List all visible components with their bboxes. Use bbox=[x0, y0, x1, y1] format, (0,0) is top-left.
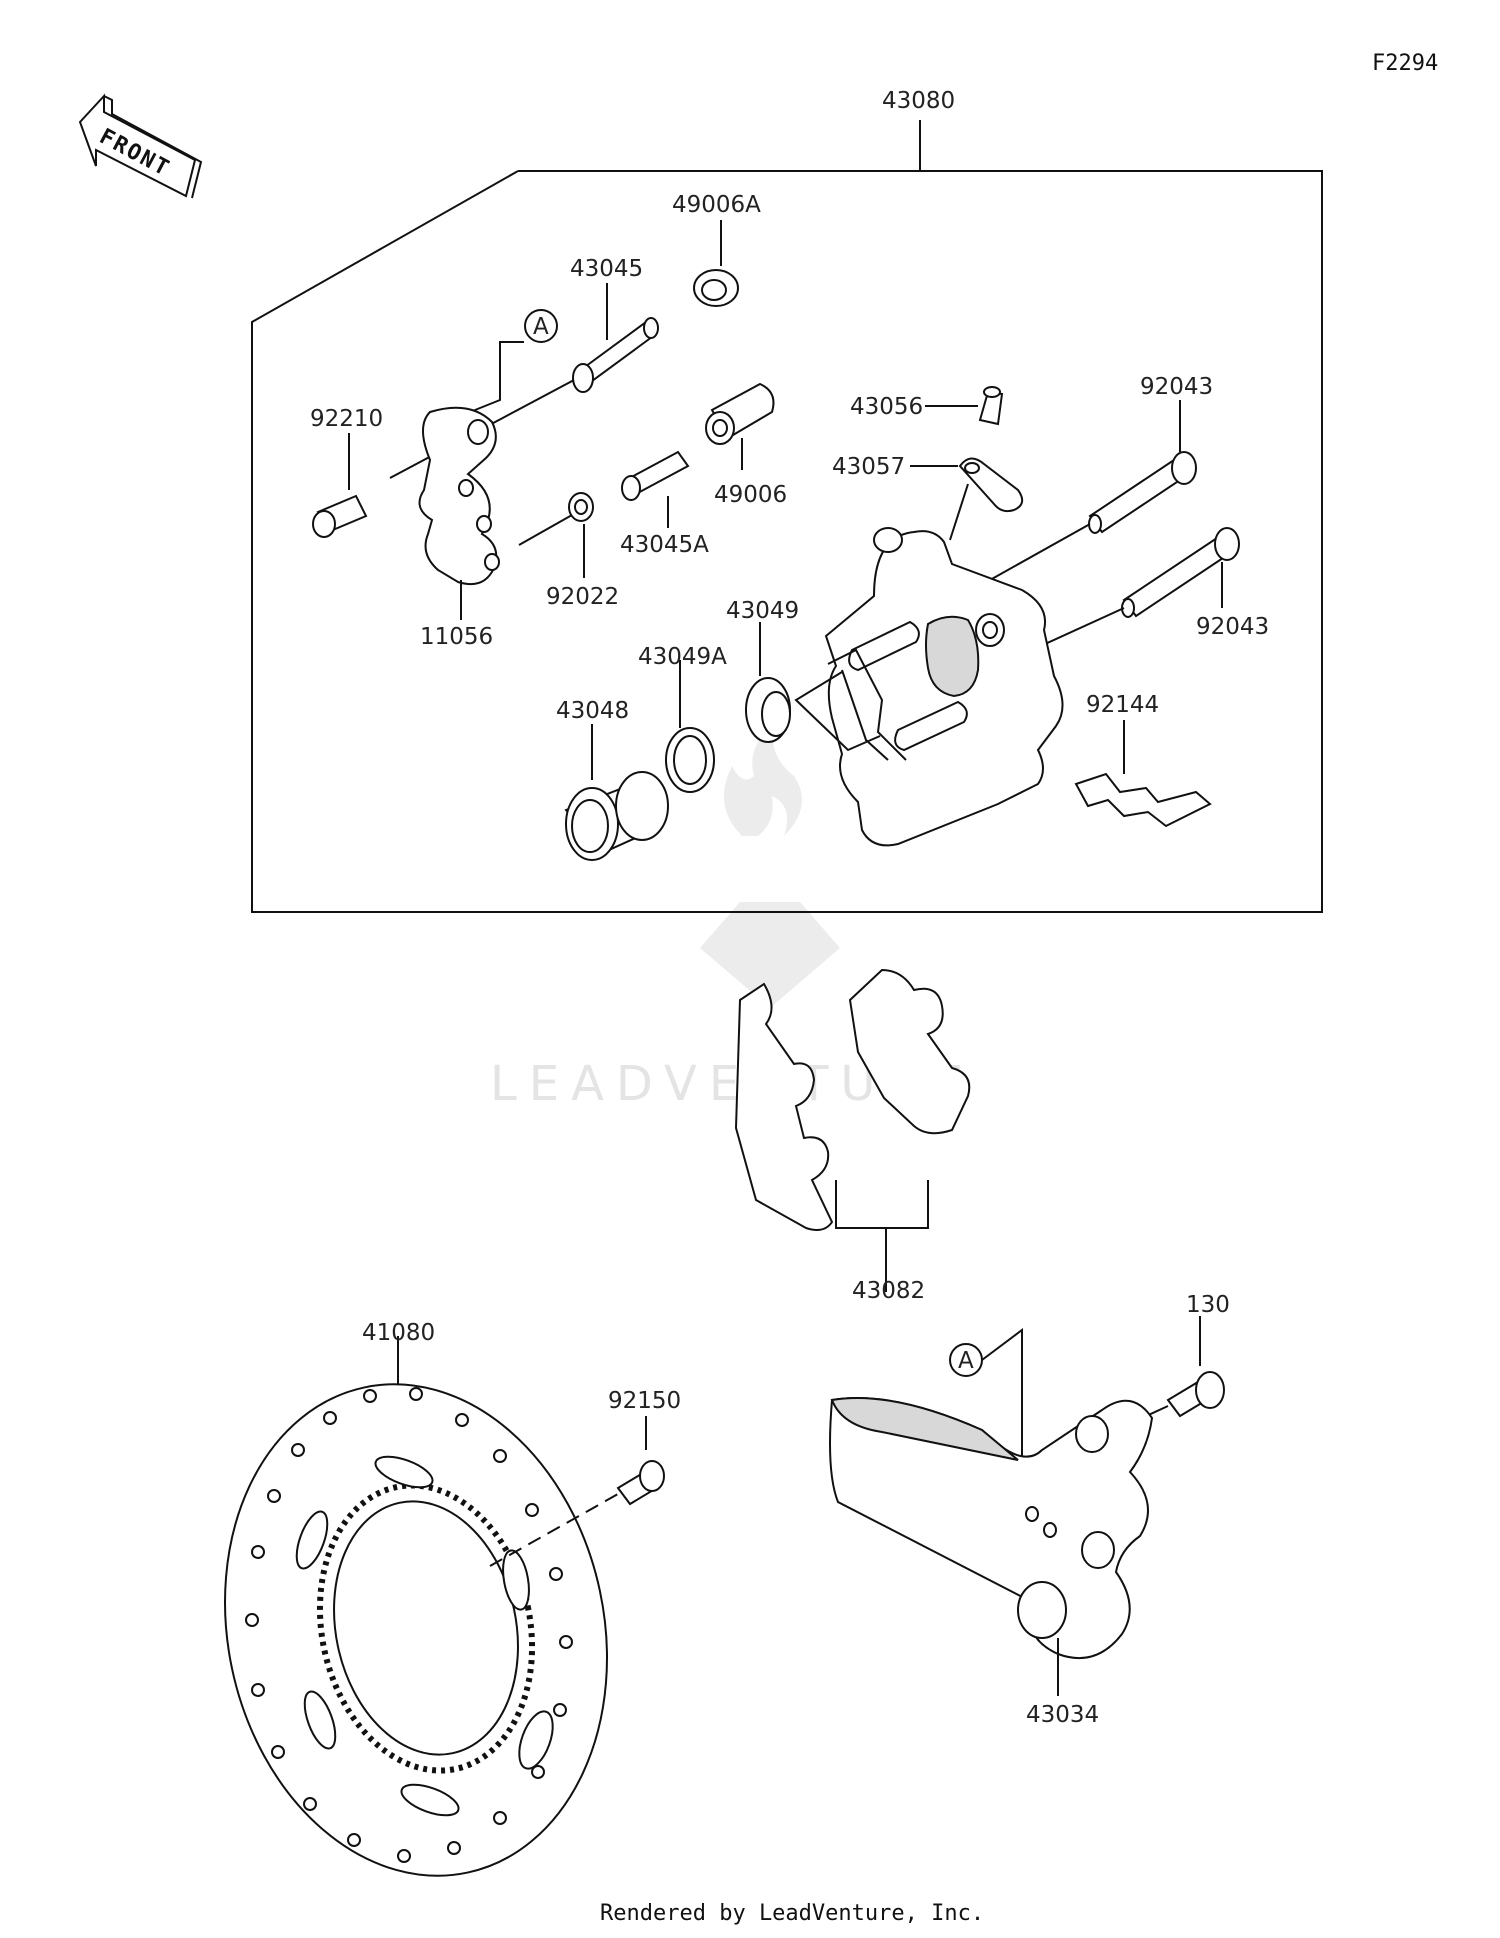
label-43048: 43048 bbox=[556, 698, 629, 724]
bolt-92043-top bbox=[989, 400, 1197, 581]
callout-a-bottom-letter: A bbox=[958, 1348, 974, 1374]
label-92043-bottom: 92043 bbox=[1196, 614, 1269, 640]
pin-43045a bbox=[621, 450, 690, 528]
caliper-body bbox=[794, 527, 1064, 847]
label-92210: 92210 bbox=[310, 406, 383, 432]
cap-43057 bbox=[910, 457, 1024, 541]
label-49006: 49006 bbox=[714, 482, 787, 508]
bolt-130 bbox=[1115, 1316, 1225, 1431]
label-43045: 43045 bbox=[570, 256, 643, 282]
label-43080: 43080 bbox=[882, 88, 955, 114]
label-43034: 43034 bbox=[1026, 1702, 1099, 1728]
label-130: 130 bbox=[1186, 1292, 1230, 1318]
label-43049a: 43049A bbox=[638, 644, 727, 670]
nut-49006a bbox=[693, 220, 739, 307]
callout-a-top-letter: A bbox=[533, 314, 549, 340]
bracket-43034 bbox=[829, 1397, 1154, 1696]
label-11056: 11056 bbox=[420, 624, 493, 650]
disc-holes bbox=[245, 1387, 573, 1863]
bleeder-43056 bbox=[925, 386, 1004, 426]
label-92043-top: 92043 bbox=[1140, 374, 1213, 400]
label-92022: 92022 bbox=[546, 584, 619, 610]
label-92144: 92144 bbox=[1086, 692, 1159, 718]
seal-43049 bbox=[745, 622, 791, 743]
brake-pads-43082 bbox=[734, 968, 971, 1292]
collar-92210 bbox=[312, 433, 368, 538]
footer-credit: Rendered by LeadVenture, Inc. bbox=[600, 1901, 984, 1926]
label-43057: 43057 bbox=[832, 454, 905, 480]
nut-49006 bbox=[705, 382, 775, 470]
label-49006a: 49006A bbox=[672, 192, 761, 218]
callout-a-bottom: A bbox=[949, 1328, 1023, 1480]
spring-92144 bbox=[1074, 720, 1212, 828]
washer-92022 bbox=[518, 492, 594, 578]
pin-43045 bbox=[389, 283, 659, 479]
brake-disc-41080 bbox=[224, 1336, 608, 1877]
caliper-assembly-frame bbox=[251, 120, 1323, 913]
screw-92150 bbox=[489, 1416, 665, 1567]
label-43049: 43049 bbox=[726, 598, 799, 624]
label-92150: 92150 bbox=[608, 1388, 681, 1414]
reference-code: F2294 bbox=[1372, 51, 1438, 76]
seal-43049a bbox=[665, 660, 715, 793]
disc-slots bbox=[295, 1455, 554, 1817]
label-43056: 43056 bbox=[850, 394, 923, 420]
label-43082: 43082 bbox=[852, 1278, 925, 1304]
piston-43048 bbox=[564, 724, 669, 861]
label-41080: 41080 bbox=[362, 1320, 435, 1346]
part-labels: 43080 49006A 43045 92210 43056 92043 430… bbox=[310, 88, 1269, 1728]
callout-a-top: A bbox=[469, 309, 558, 413]
bracket-11056 bbox=[418, 406, 500, 620]
front-arrow-icon: FRONT bbox=[78, 93, 203, 199]
label-43045a: 43045A bbox=[620, 532, 709, 558]
